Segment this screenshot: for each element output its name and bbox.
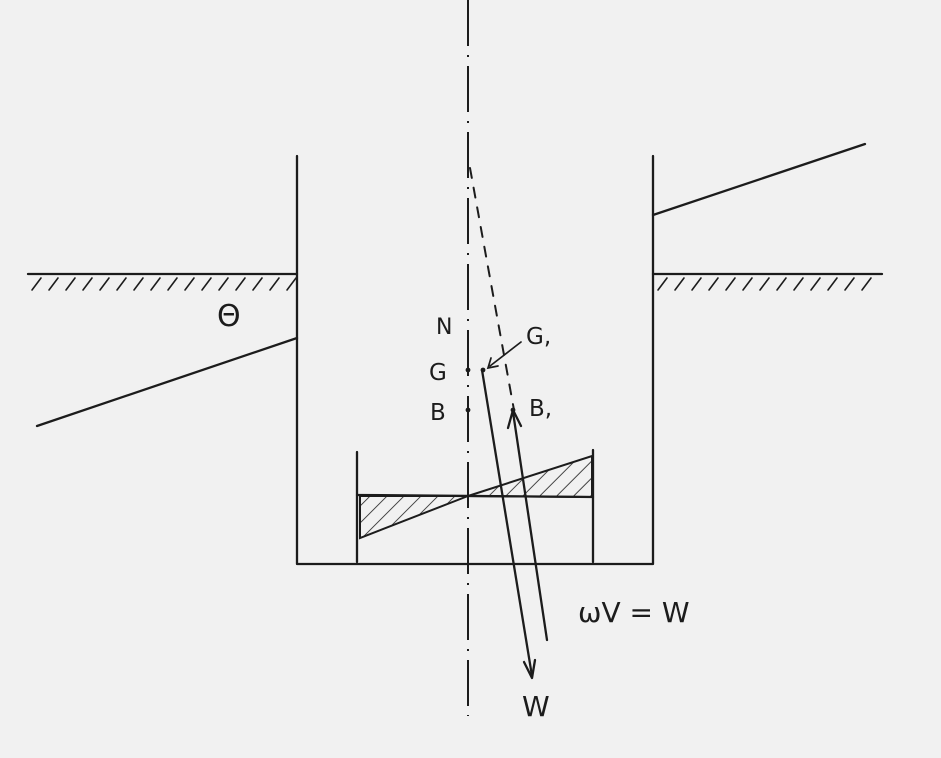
weight-arrow (480, 368, 537, 680)
hatch-mark (708, 277, 719, 291)
point-g1 (480, 367, 486, 373)
hatch-mark (674, 277, 685, 291)
hatch-mark (82, 277, 93, 291)
hatch-mark (691, 277, 702, 291)
equation-label: ωV = W (578, 596, 690, 629)
hatch-mark (31, 277, 42, 291)
hatch-mark (759, 277, 770, 291)
hatch-mark (286, 277, 297, 291)
hatch-mark (184, 277, 195, 291)
hatch-mark (150, 277, 161, 291)
hatch-mark (861, 277, 872, 291)
point-g (465, 367, 471, 373)
right-wedge (467, 454, 593, 499)
hatch-mark (218, 277, 229, 291)
label-n: N (436, 315, 452, 340)
hatch-mark (776, 277, 787, 291)
hatch-mark (252, 277, 263, 291)
label-g1: G, (526, 324, 551, 350)
hatch-mark (742, 277, 753, 291)
tilted-surface-right (651, 142, 867, 217)
label-weight: W (522, 690, 550, 723)
hatch-mark (827, 277, 838, 291)
g1-pointer (486, 341, 522, 370)
hatch-mark (133, 277, 144, 291)
label-g: G (429, 360, 447, 386)
hatch-mark (235, 277, 246, 291)
hatch-mark (167, 277, 178, 291)
hatch-mark (99, 277, 110, 291)
point-b (465, 407, 471, 413)
left-water-surface (26, 272, 299, 291)
label-b1: B, (529, 396, 552, 422)
hatch-mark (725, 277, 736, 291)
hatch-mark (793, 277, 804, 291)
hatch-mark (48, 277, 59, 291)
hatch-mark (657, 277, 668, 291)
inclined-dashed-line (469, 167, 515, 411)
hatch-mark (844, 277, 855, 291)
hatch-mark (201, 277, 212, 291)
tilted-surface-left (35, 336, 299, 428)
hatch-mark (65, 277, 76, 291)
point-b1 (510, 407, 516, 413)
theta-label: Θ (217, 299, 241, 334)
label-b: B (430, 400, 446, 426)
hatch-mark (269, 277, 280, 291)
left-wedge (359, 495, 469, 540)
outer-vessel (295, 154, 655, 566)
buoyancy-arrow (506, 408, 549, 642)
hatch-mark (116, 277, 127, 291)
hatch-mark (810, 277, 821, 291)
right-water-surface (651, 272, 884, 291)
